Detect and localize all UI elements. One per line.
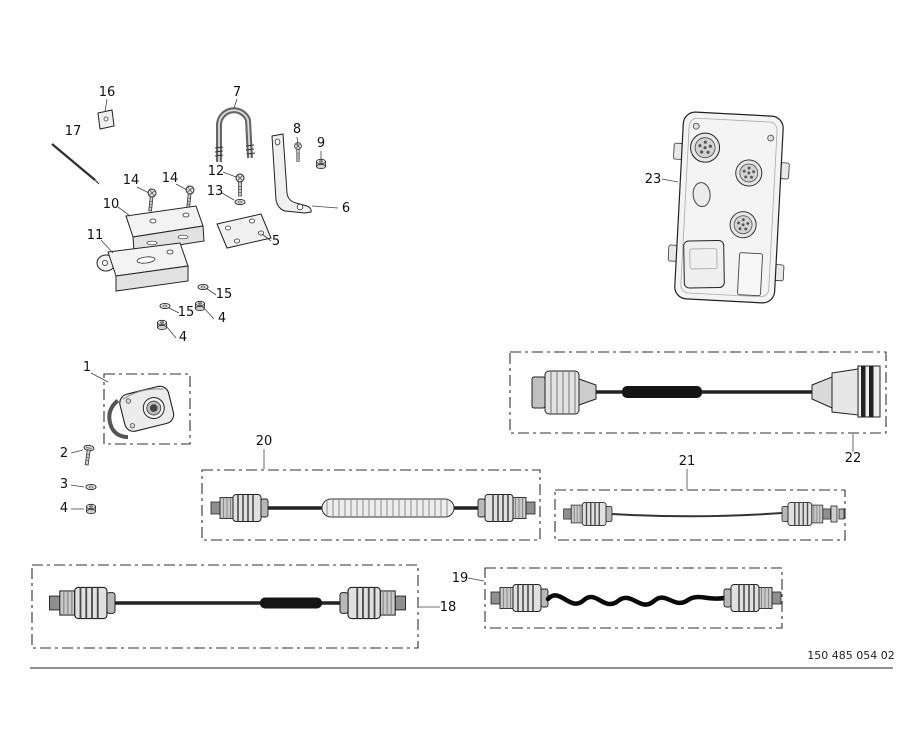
cable-19-box bbox=[484, 567, 783, 629]
part-20-cable bbox=[210, 493, 536, 523]
cable-20-box bbox=[201, 469, 541, 541]
callout-8: 8 bbox=[293, 122, 301, 137]
cable-plug bbox=[48, 586, 116, 620]
cable-plug bbox=[723, 583, 782, 613]
part-13-washer bbox=[234, 198, 246, 206]
callout-23: 23 bbox=[645, 172, 662, 187]
callout-2: 2 bbox=[60, 446, 68, 461]
washer-glyph bbox=[159, 302, 171, 310]
cable-22-box bbox=[509, 351, 887, 434]
part-11-bracket bbox=[96, 242, 189, 292]
part-9-nut bbox=[316, 158, 326, 170]
callout-4-camera: 4 bbox=[60, 501, 68, 516]
cable-plug bbox=[562, 501, 613, 527]
cable-plug bbox=[339, 586, 407, 620]
cable-18-box bbox=[31, 564, 419, 649]
part-2-screw bbox=[81, 444, 95, 466]
cable-plug bbox=[490, 583, 549, 613]
callout-20: 20 bbox=[256, 434, 273, 449]
part-3-washer bbox=[85, 483, 97, 491]
part-4-nut-camera bbox=[86, 503, 96, 515]
nut-glyph bbox=[195, 300, 205, 312]
callout-11: 11 bbox=[87, 228, 104, 243]
callout-21: 21 bbox=[679, 454, 696, 469]
part-4-nut-left bbox=[157, 319, 167, 331]
callout-9: 9 bbox=[317, 136, 325, 151]
callout-3: 3 bbox=[60, 477, 68, 492]
part-6-bracket bbox=[271, 133, 312, 214]
callout-13: 13 bbox=[207, 184, 224, 199]
callout-7: 7 bbox=[233, 85, 241, 100]
washer-glyph bbox=[85, 483, 97, 491]
part-5-plate bbox=[216, 213, 272, 249]
cable-21-box bbox=[554, 489, 846, 541]
part-17-pin bbox=[51, 143, 100, 185]
callouts: 16 17 7 8 9 12 13 14 14 10 11 6 5 15 4 1… bbox=[60, 85, 861, 615]
part-16-clip bbox=[97, 109, 115, 130]
callout-22: 22 bbox=[845, 451, 862, 466]
part-18-cable bbox=[48, 586, 407, 620]
callout-18: 18 bbox=[440, 600, 457, 615]
part-1-camera bbox=[107, 385, 175, 440]
part-23-control-module bbox=[667, 111, 790, 304]
callout-19: 19 bbox=[452, 571, 469, 586]
callout-4-left: 4 bbox=[179, 330, 187, 345]
cable-plug bbox=[781, 501, 832, 527]
part-4-nut-right bbox=[195, 300, 205, 312]
callout-1: 1 bbox=[83, 360, 91, 375]
cable-plug bbox=[477, 493, 536, 523]
callout-16: 16 bbox=[99, 85, 116, 100]
callout-15-left: 15 bbox=[178, 305, 195, 320]
screw-glyph bbox=[235, 173, 245, 197]
callout-4-right: 4 bbox=[218, 311, 226, 326]
part-12-screw bbox=[235, 173, 245, 197]
callout-14-left: 14 bbox=[123, 173, 140, 188]
part-19-cable bbox=[490, 583, 782, 613]
callout-5: 5 bbox=[272, 234, 280, 249]
callout-6: 6 bbox=[342, 201, 350, 216]
nut-glyph bbox=[157, 319, 167, 331]
doc-number: 150 485 054 02 bbox=[807, 649, 894, 662]
camera-assembly-box bbox=[103, 373, 191, 445]
screw-glyph bbox=[81, 444, 95, 466]
part-10-bracket bbox=[125, 205, 205, 253]
callout-10: 10 bbox=[103, 197, 120, 212]
part-21-cable bbox=[562, 501, 845, 527]
callout-12: 12 bbox=[208, 164, 225, 179]
part-22-cable bbox=[531, 365, 881, 418]
leader-lines bbox=[70, 98, 854, 608]
part-7-clamp bbox=[214, 107, 256, 162]
callout-15-right: 15 bbox=[216, 287, 233, 302]
washer-glyph bbox=[234, 198, 246, 206]
nut-glyph bbox=[316, 158, 326, 170]
callout-17: 17 bbox=[65, 124, 82, 139]
part-15-washer-left bbox=[159, 302, 171, 310]
cable-plug bbox=[210, 493, 269, 523]
callout-14-right: 14 bbox=[162, 171, 179, 186]
nut-glyph bbox=[86, 503, 96, 515]
